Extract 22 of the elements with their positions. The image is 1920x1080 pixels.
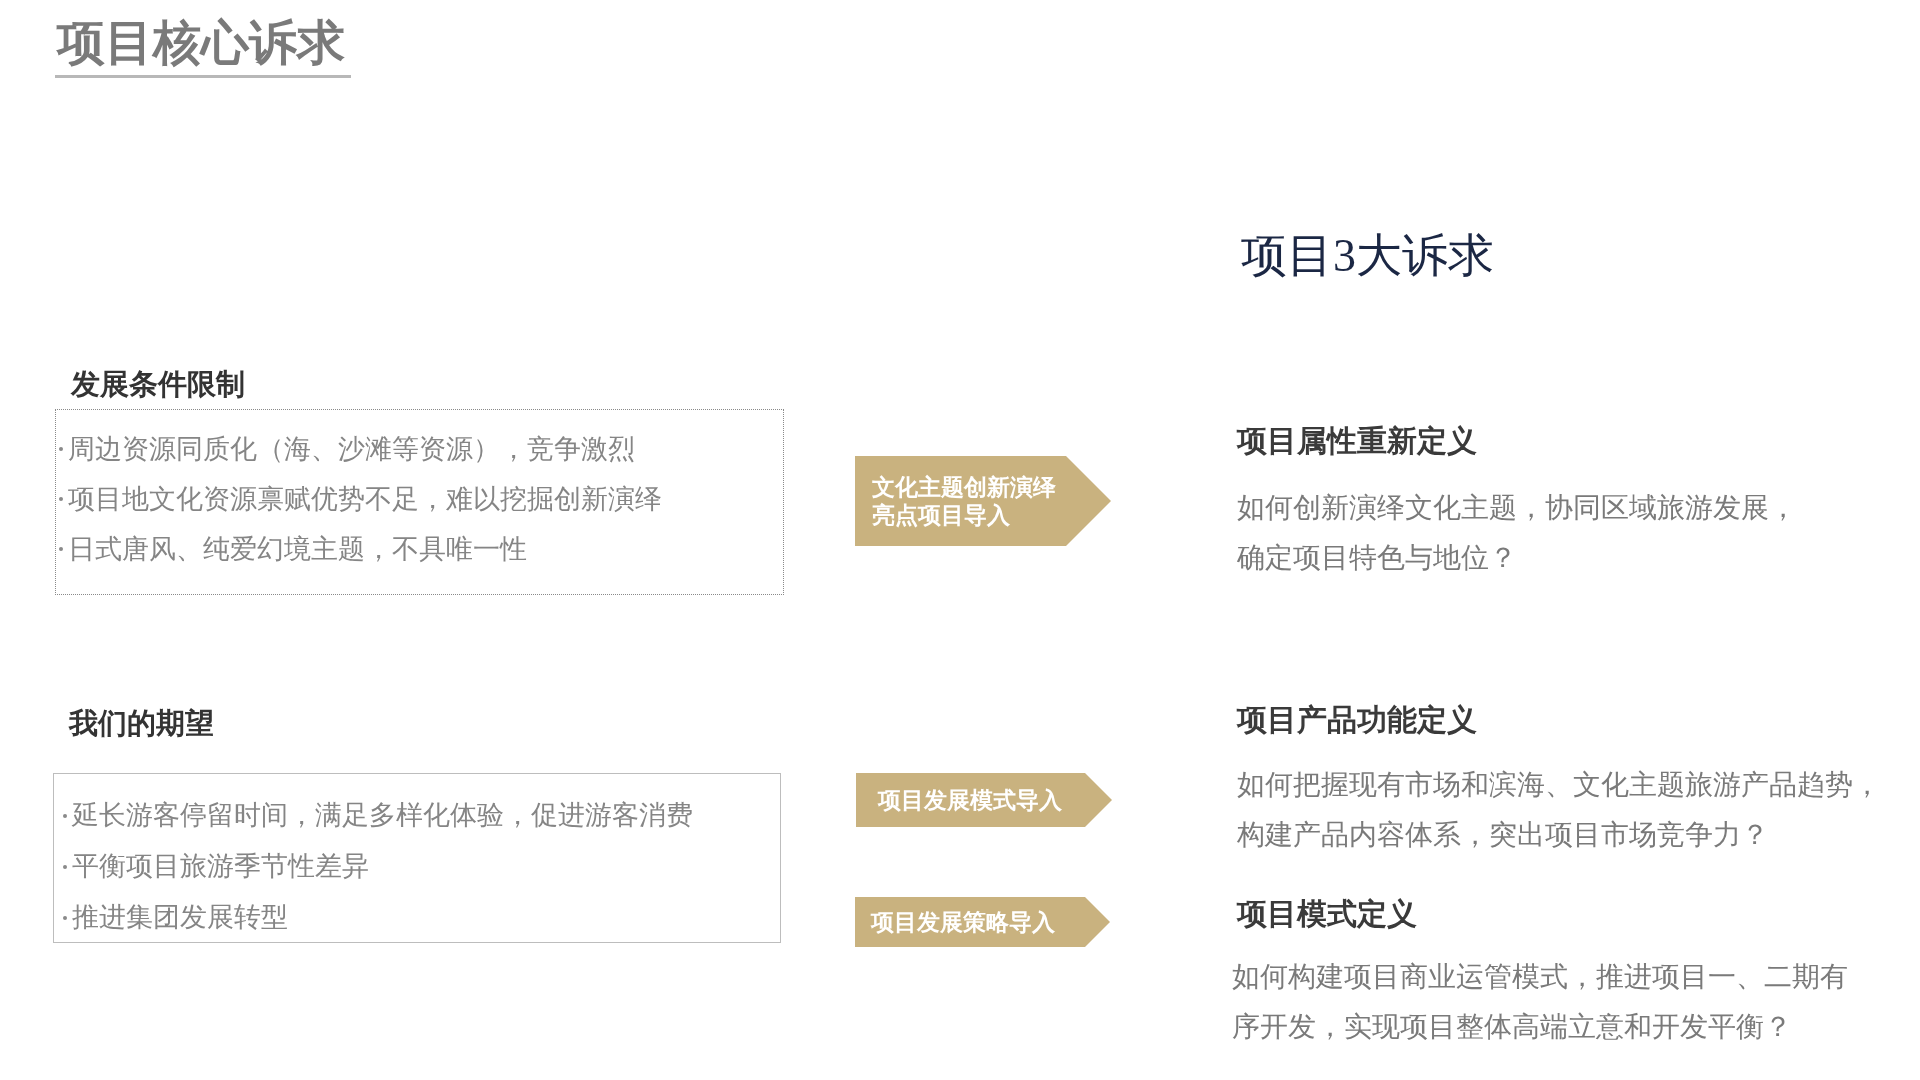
list-item-text: 日式唐风、纯爱幻境主题，不具唯一性 [68, 533, 527, 566]
list-item-text: 周边资源同质化（海、沙滩等资源），竞争激烈 [68, 433, 635, 466]
list-item-text: 平衡项目旅游季节性差异 [72, 850, 369, 883]
item-description: 如何构建项目商业运管模式，推进项目一、二期有序开发，实现项目整体高端立意和开发平衡？ [1232, 960, 1849, 1044]
page-title: 项目核心诉求 [55, 14, 351, 78]
arrow-banner [855, 897, 1110, 947]
section-heading: 项目3大诉求 [1241, 229, 1494, 283]
item-description: 如何创新演绎文化主题，协同区域旅游发展，确定项目特色与地位？ [1237, 491, 1798, 575]
list-item-text: 推进集团发展转型 [72, 901, 288, 934]
arrow-banner [855, 456, 1111, 546]
banner-text: 项目发展模式导入 [878, 786, 1063, 814]
panel-heading: 我们的期望 [69, 706, 214, 740]
list-item-text: 项目地文化资源禀赋优势不足，难以挖掘创新演绎 [68, 483, 662, 516]
banner-text: 文化主题创新演绎亮点项目导入 [872, 473, 1057, 529]
item-description: 如何把握现有市场和滨海、文化主题旅游产品趋势，构建产品内容体系，突出项目市场竞争力？ [1237, 768, 1882, 852]
list-item-text: 延长游客停留时间，满足多样化体验，促进游客消费 [72, 799, 693, 832]
panel-heading: 发展条件限制 [71, 367, 245, 401]
arrow-banner [856, 773, 1112, 827]
item-heading: 项目产品功能定义 [1237, 702, 1477, 738]
item-heading: 项目模式定义 [1237, 896, 1417, 932]
item-heading: 项目属性重新定义 [1237, 423, 1477, 459]
banner-text: 项目发展策略导入 [871, 908, 1056, 936]
